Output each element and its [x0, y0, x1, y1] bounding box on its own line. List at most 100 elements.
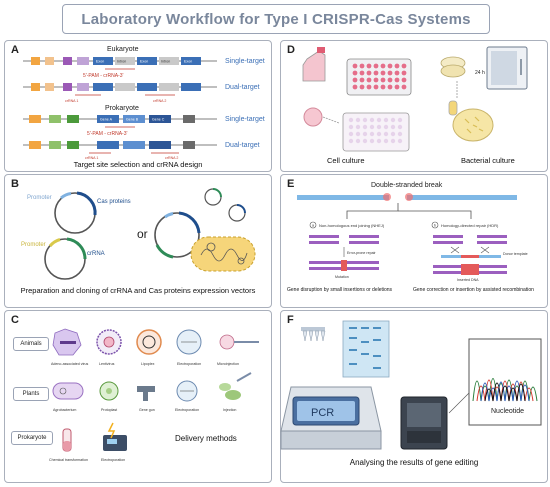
title-banner: Laboratory Workflow for Type I CRISPR-Ca…: [62, 4, 490, 34]
or-label: or: [137, 227, 148, 241]
gene-b-label: Gene B: [126, 118, 139, 122]
mutation-label: Mutation: [335, 275, 349, 279]
method-label: Protoplast: [101, 408, 117, 412]
method-label: Injection: [223, 408, 236, 412]
lipoplex-icon: [136, 329, 162, 355]
panel-f: F PCR: [280, 310, 548, 483]
error-prone-label: Error-prone repair: [347, 251, 376, 255]
method-label: Electroporation: [101, 458, 125, 462]
single-target-label: Single-target: [225, 116, 265, 123]
panel-c-caption: Delivery methods: [175, 434, 237, 443]
panel-b-caption: Preparation and cloning of crRNA and Cas…: [20, 286, 256, 295]
intron-label: Intron: [117, 60, 126, 64]
cas-proteins-label: Cas proteins: [97, 199, 131, 205]
eukaryote-gene-row-1: Exon Intron Exon Intron Exon 5'-PAM - cr…: [23, 57, 217, 79]
method-label: Electroporation: [177, 362, 201, 366]
hdr-label: Homology-directed repair (HDR): [441, 223, 499, 228]
crrna2-label: crRNA 2: [153, 99, 166, 103]
page-title: Laboratory Workflow for Type I CRISPR-Ca…: [81, 10, 471, 28]
injection-icon: [219, 372, 252, 400]
plants-label: Plants: [13, 387, 49, 401]
prokaryote-gene-row-2: crRNA 1 crRNA 2: [23, 141, 217, 160]
exon-label: Exon: [184, 60, 192, 64]
flask-icon: [302, 47, 326, 82]
pam-text: 5'-PAM - crRNA-3': [87, 131, 127, 137]
panel-b: B Promoter Cas proteins Promoter crRNA o…: [4, 174, 272, 308]
pcr-machine-icon: [280, 386, 382, 450]
eukaryote-label: Eukaryote: [107, 46, 139, 53]
panel-f-diagram: PCR Nucleotide: [280, 320, 542, 450]
panel-d-label: D: [287, 44, 295, 56]
method-label: Electroporation: [175, 408, 199, 412]
cell-culture-caption: Cell culture: [327, 156, 365, 165]
single-target-label: Single-target: [225, 58, 265, 65]
nhej-caption: Gene disruption by small insertions or d…: [287, 287, 393, 293]
nhej-label: Non-homologous end joining (NHEJ): [319, 223, 385, 228]
method-label: Gene gun: [139, 408, 155, 412]
intron-label: Intron: [161, 60, 170, 64]
hdr-strands: [433, 235, 507, 275]
panel-a-label: A: [11, 44, 19, 56]
combined-plasmid: [154, 211, 201, 259]
method-label: Chemical transformation: [49, 458, 88, 462]
chromatogram-icon: [468, 338, 542, 426]
hdr-caption: Gene correction or insertion by assisted…: [413, 287, 534, 293]
panel-b-label: B: [11, 178, 19, 190]
panel-a-caption: Target site selection and crRNA design: [73, 160, 203, 169]
bacterium-icon: [190, 236, 256, 272]
gene-gun-icon: [137, 386, 155, 401]
nhej-strands: [309, 235, 379, 271]
electroporation-icon: [176, 380, 198, 402]
well-plate-icon: [342, 112, 410, 152]
panel-e-label: E: [287, 178, 295, 190]
pcr-label: PCR: [311, 407, 334, 419]
microinjection-icon: [219, 334, 259, 350]
bacterial-plate-icon: [452, 108, 494, 142]
chemical-transformation-icon: [62, 428, 72, 452]
electroporation-icon: [176, 329, 202, 355]
prokaryote-label: Prokaryote: [11, 431, 53, 445]
agrobacterium-icon: [52, 382, 84, 400]
petri-dish-icon: [303, 107, 323, 127]
panel-e: E Double-stranded break a Non-homologous…: [280, 174, 548, 308]
panel-c-diagram: Adeno-associated virus Lentivirus Lipopl…: [49, 328, 259, 462]
sequencer-icon: [400, 392, 470, 450]
pam-text: 5'-PAM - crRNA-3': [83, 73, 123, 79]
animals-label: Animals: [13, 337, 49, 351]
method-label: Lentivirus: [99, 362, 115, 366]
panel-a: A Eukaryote Exon Intron Exon Intron Exon…: [4, 40, 272, 172]
promoter-label: Promoter: [21, 242, 46, 248]
test-tube-icon: [448, 100, 458, 116]
panel-d: D: [280, 40, 548, 172]
panel-f-caption: Analysing the results of gene editing: [349, 458, 479, 467]
inserted-label: Inserted DNA: [457, 278, 479, 282]
small-plasmids: [204, 188, 246, 222]
cas-plasmid: [54, 191, 97, 234]
nhej-number: a: [312, 224, 314, 228]
agar-plate-icon: [440, 56, 466, 78]
panel-b-diagram: Promoter Cas proteins Promoter crRNA or: [21, 188, 256, 280]
method-label: Agrobacterium: [53, 408, 76, 412]
hdr-number: b: [434, 224, 436, 228]
crrna2-label: crRNA 2: [165, 156, 178, 160]
gene-c-label: Gene C: [152, 118, 165, 122]
dual-target-label: Dual-target: [225, 142, 260, 149]
time-label: 24 h: [475, 70, 485, 76]
crrna1-label: crRNA 1: [85, 156, 98, 160]
bacterial-culture-caption: Bacterial culture: [461, 156, 515, 165]
well-plate-icon: [346, 58, 412, 96]
incubator-icon: [486, 46, 528, 90]
eukaryote-gene-row-2: crRNA 1 crRNA 2: [23, 83, 217, 103]
dual-target-label: Dual-target: [225, 84, 260, 91]
electroporation-device-icon: [103, 422, 127, 451]
pcr-tubes-icon: [301, 327, 326, 342]
prokaryote-label: Prokaryote: [105, 105, 139, 112]
method-label: Microinjection: [217, 362, 239, 366]
gene-a-label: Gene A: [100, 118, 113, 122]
panel-a-diagram: Eukaryote Exon Intron Exon Intron Exon 5…: [23, 46, 265, 160]
exon-label: Exon: [140, 60, 148, 64]
promoter-label: Promoter: [27, 195, 52, 201]
dna-double-strand: [297, 193, 517, 201]
dsb-label: Double-stranded break: [371, 182, 443, 189]
panel-d-diagram: 24 h: [302, 46, 528, 152]
